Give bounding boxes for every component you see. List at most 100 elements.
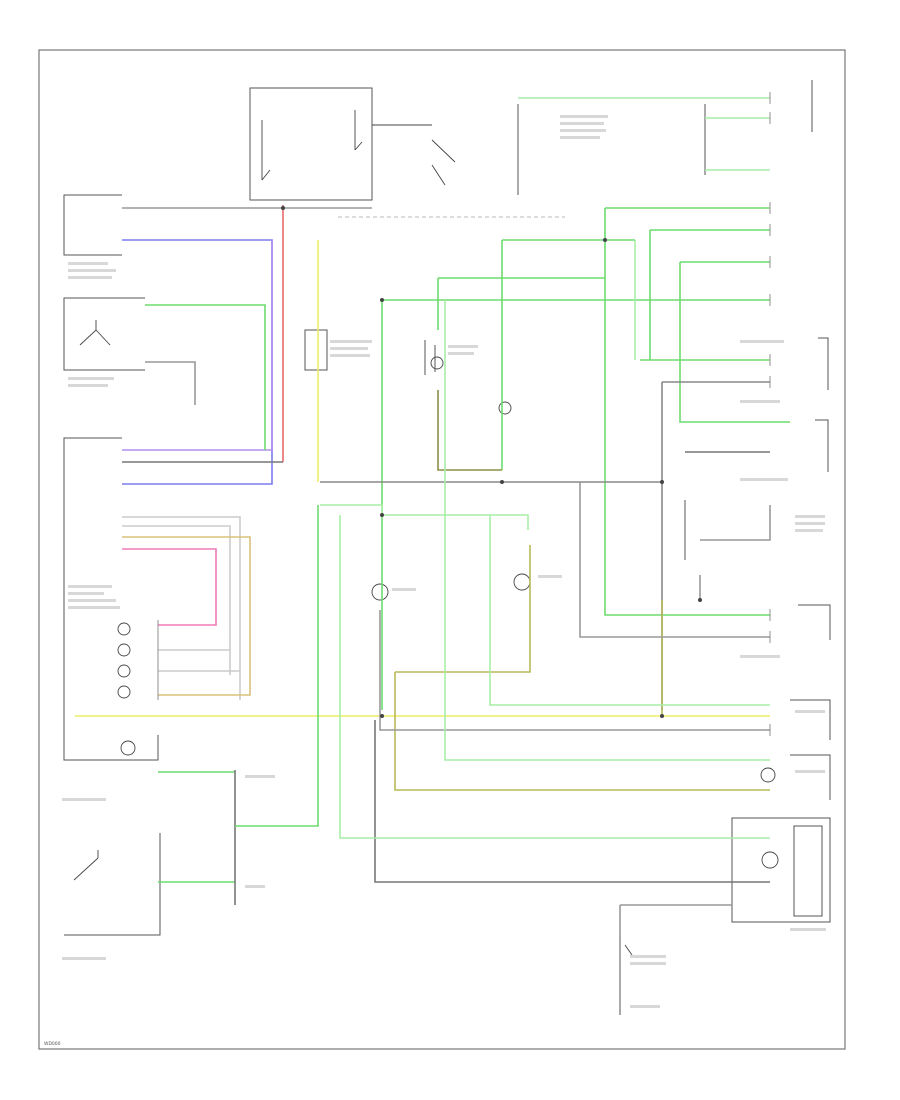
wire-gray-illum (145, 361, 196, 405)
splice-1 (281, 206, 285, 210)
anno-29 (795, 770, 825, 773)
anno-30 (790, 928, 826, 931)
anno-27 (740, 655, 780, 658)
anno-19 (448, 345, 478, 348)
illumination-switch-symbol (79, 320, 111, 346)
anno-8 (68, 377, 114, 380)
relay-switch-symbol (261, 110, 363, 181)
cluster-lamp-3 (117, 664, 131, 678)
right-bottom-module (731, 817, 831, 923)
components (63, 80, 831, 1015)
anno-36 (392, 588, 416, 591)
wires (75, 97, 790, 935)
center-relay (304, 329, 328, 371)
anno-23 (740, 478, 788, 481)
right-door-switch-1 (818, 337, 829, 390)
splices (281, 206, 702, 718)
anno-31 (630, 955, 666, 958)
anno-14 (62, 798, 106, 801)
wire-yellow-green-2 (394, 672, 770, 791)
wire-olive-438 (437, 390, 502, 471)
wire-yellow-green-1 (395, 545, 531, 673)
wire-green-mid-3 (489, 515, 770, 706)
smart-junction-box (63, 194, 122, 256)
cluster-lamp-1 (117, 622, 131, 636)
anno-3 (560, 129, 606, 132)
diagram-frame (38, 49, 846, 1050)
cluster-lamp-2 (117, 643, 131, 657)
anno-6 (68, 269, 116, 272)
illegible-annotations (62, 115, 826, 1008)
parking-brake-switch-box (64, 833, 161, 936)
right-switch-6 (790, 754, 831, 800)
wire-gray-right (661, 381, 770, 710)
right-lamp-6 (760, 767, 776, 783)
wire-pink-cluster (122, 548, 217, 626)
footer-code: WD000 (44, 1041, 61, 1047)
wire-green-bottom-3 (235, 505, 319, 827)
wire-green-v-680 (679, 262, 790, 423)
wire-gray-cluster-1 (122, 516, 241, 700)
glove-box-lamp (513, 573, 531, 591)
wire-yellow-cluster (122, 536, 251, 696)
center-lamp (430, 356, 444, 370)
anno-34 (245, 775, 275, 778)
anno-28 (795, 710, 825, 713)
wire-green-mid-2 (444, 300, 770, 761)
cluster-lamp-5 (120, 740, 136, 756)
anno-10 (68, 585, 112, 588)
splice-6 (380, 513, 384, 517)
right-module-lamp (761, 851, 779, 869)
anno-13 (68, 606, 120, 609)
anno-33 (630, 1005, 660, 1008)
wire-blue-upper (122, 239, 273, 485)
center-switch-symbol (424, 340, 436, 375)
wire-green-illum (145, 304, 266, 450)
cluster-lamps (117, 622, 136, 756)
anno-11 (68, 592, 104, 595)
anno-35 (245, 885, 265, 888)
wire-gray-right-bus (579, 482, 770, 638)
splice-4 (500, 480, 504, 484)
anno-12 (68, 599, 116, 602)
anno-21 (740, 340, 784, 343)
anno-37 (538, 575, 562, 578)
splice-9 (698, 598, 702, 602)
anno-18 (330, 354, 370, 357)
anno-20 (448, 352, 474, 355)
anno-16 (330, 340, 372, 343)
wire-green-v-605 (604, 208, 770, 616)
right-switch-5 (790, 699, 831, 740)
anno-26 (795, 529, 823, 532)
right-door-switch-2 (815, 419, 829, 472)
splice-5 (660, 480, 664, 484)
wire-gray-bottom (374, 720, 770, 883)
right-top-component (704, 80, 813, 175)
instrument-cluster-box (63, 437, 159, 761)
illumination-switch-box (63, 297, 145, 371)
terminal-ticks (157, 92, 771, 736)
splice-2 (603, 238, 607, 242)
wire-purple (122, 240, 273, 451)
parking-brake-switch-symbol (73, 850, 99, 881)
anno-15 (62, 957, 106, 960)
wire-gray-730 (379, 610, 770, 731)
anno-4 (560, 136, 600, 139)
wire-gray-door (700, 505, 771, 541)
anno-5 (68, 262, 108, 265)
cluster-lamp-4 (117, 685, 131, 699)
wire-green-mid-loop (501, 239, 635, 470)
fuse-relay-block (249, 87, 373, 201)
anno-22 (740, 400, 780, 403)
anno-1 (560, 115, 608, 118)
wire-green-left-loop-2 (320, 504, 529, 530)
wire-green-mid-loop-2 (437, 277, 605, 330)
anno-24 (795, 515, 825, 518)
anno-25 (795, 522, 825, 525)
anno-2 (560, 122, 604, 125)
bottom-right-switch-symbol (619, 935, 633, 1015)
splice-8 (660, 714, 664, 718)
trunk-lamp (371, 583, 389, 601)
splice-7 (380, 714, 384, 718)
